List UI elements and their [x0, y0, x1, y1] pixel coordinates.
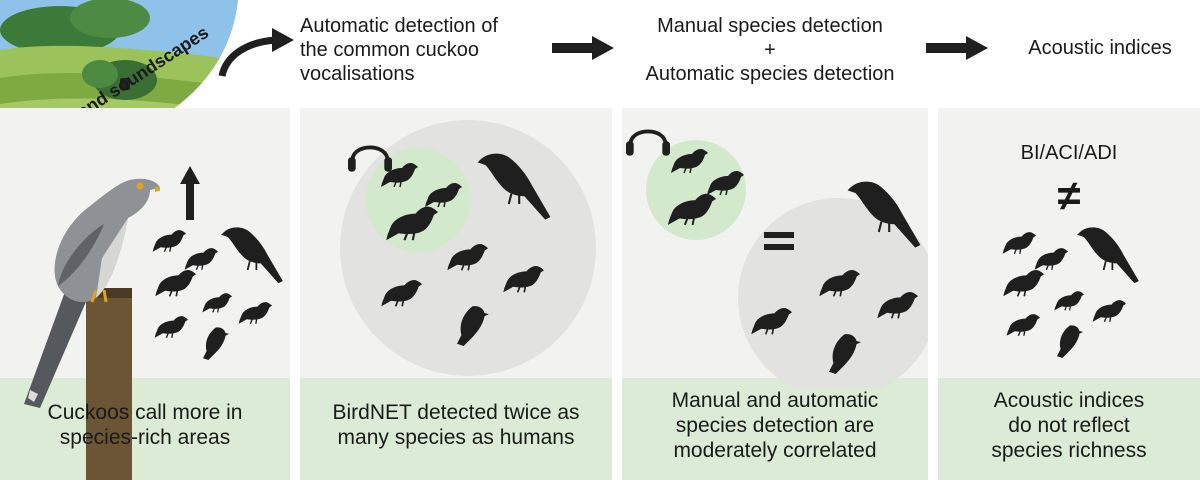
- birdnet-diagram: [340, 120, 596, 376]
- panel-caption: BirdNET detected twice as many species a…: [332, 401, 580, 449]
- bird-silhouette-icon: [154, 315, 189, 339]
- bird-silhouette-icon: [1092, 299, 1127, 323]
- bird-silhouette-icon: [1034, 247, 1069, 271]
- panel-correlation: Manual and automatic species detection a…: [622, 108, 928, 480]
- cuckoo-illustration: [24, 178, 160, 480]
- bird-silhouette-icon: [154, 269, 197, 298]
- headphones-icon: [624, 129, 672, 158]
- caption-band: [0, 378, 290, 480]
- curved-arrow-icon: [218, 28, 294, 77]
- manual-detection-circle: [366, 148, 470, 252]
- arrow-right-icon: [552, 36, 614, 60]
- bird-community: [1002, 226, 1140, 358]
- panel-indices: BI/ACI/ADI ≠ Acoustic indices do not ref…: [938, 108, 1200, 480]
- correlation-diagram: [624, 129, 928, 388]
- not-equal-icon: ≠: [1057, 172, 1081, 219]
- bird-silhouette-icon: [152, 229, 187, 253]
- caption-band: [300, 378, 612, 480]
- step-species-detection: Manual species detection + Automatic spe…: [645, 15, 895, 85]
- bird-silhouette-icon: [203, 327, 230, 360]
- equals-sign: [764, 232, 794, 238]
- bird-silhouette-icon: [1076, 226, 1140, 285]
- bird-silhouette-icon: [201, 292, 233, 313]
- bird-silhouette-icon: [1053, 290, 1085, 311]
- panel-cuckoo: Cuckoos call more in species-rich areas: [0, 108, 290, 480]
- bird-silhouette-icon: [1002, 269, 1045, 298]
- bird-silhouette-icon: [220, 226, 284, 285]
- bird-community: [152, 226, 284, 360]
- bird-silhouette-icon: [1002, 231, 1037, 255]
- step-acoustic-indices: Acoustic indices: [1028, 37, 1172, 59]
- bird-silhouette-icon: [1057, 325, 1084, 358]
- manual-detection-circle: [646, 140, 746, 240]
- microphone-recorder-icon: [120, 78, 130, 90]
- arrow-right-icon: [926, 36, 988, 60]
- step-automatic-cuckoo: Automatic detection of the common cuckoo…: [300, 15, 498, 85]
- caption-band: [622, 378, 928, 480]
- arrow-up-icon: [180, 166, 200, 220]
- panel-caption: Cuckoos call more in species-rich areas: [47, 401, 243, 449]
- bird-silhouette-icon: [184, 247, 219, 271]
- caption-band: [938, 378, 1200, 480]
- panel-caption: Acoustic indices do not reflect species …: [991, 389, 1147, 462]
- panel-birdnet: BirdNET detected twice as many species a…: [300, 108, 612, 480]
- panel-caption: Manual and automatic species detection a…: [671, 389, 879, 462]
- bird-silhouette-icon: [1006, 313, 1041, 337]
- indices-label: BI/ACI/ADI: [1020, 142, 1118, 164]
- bird-silhouette-icon: [238, 301, 273, 325]
